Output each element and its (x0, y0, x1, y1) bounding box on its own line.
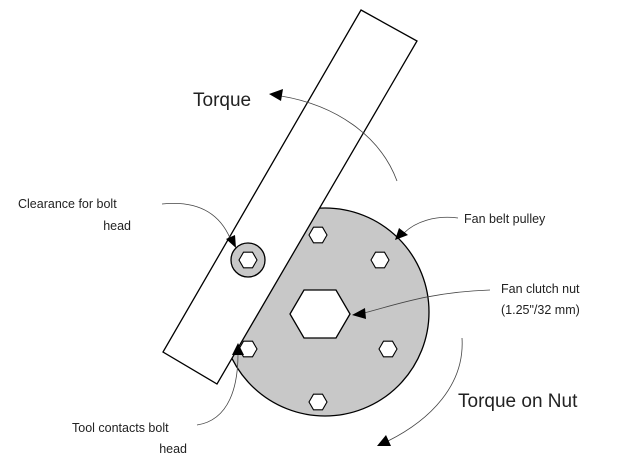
clearance-bolt-hex (238, 251, 258, 269)
torque-on-nut-arrowhead (377, 435, 391, 446)
pulley-bolt-hex (370, 251, 390, 269)
fan-clutch-nut-label-line2: (1.25"/32 mm) (501, 303, 580, 317)
pulley-leader (403, 216, 459, 234)
pulley-bolt-hex (308, 226, 328, 244)
pulley-bolt-hex (308, 393, 328, 411)
tool-contacts-label-line2: head (159, 442, 187, 456)
tool-contact-leader-arrowhead (232, 343, 244, 355)
fan-clutch-nut (289, 289, 351, 339)
torque-on-nut-arrow (387, 337, 463, 442)
clearance-leader (161, 202, 231, 239)
pulley-leader-arrowhead (395, 228, 408, 240)
clearance-label-line1: Clearance for bolt (18, 197, 117, 211)
pulley-bolt-hex (378, 340, 398, 358)
nut-leader (363, 289, 491, 314)
torque-on-nut-label: Torque on Nut (458, 391, 578, 412)
fan-belt-pulley-label: Fan belt pulley (464, 212, 546, 226)
tool-contacts-label-line1: Tool contacts bolt (72, 421, 169, 435)
torque-arrow (280, 95, 398, 182)
clearance-label-line2: head (103, 219, 131, 233)
torque-label: Torque (193, 90, 251, 111)
torque-arrowhead (269, 89, 283, 101)
nut-leader-arrowhead (352, 308, 366, 319)
fan-clutch-nut-label-line1: Fan clutch nut (501, 282, 580, 296)
tool-contact-leader (196, 353, 239, 426)
clearance-leader-arrowhead (226, 235, 236, 248)
